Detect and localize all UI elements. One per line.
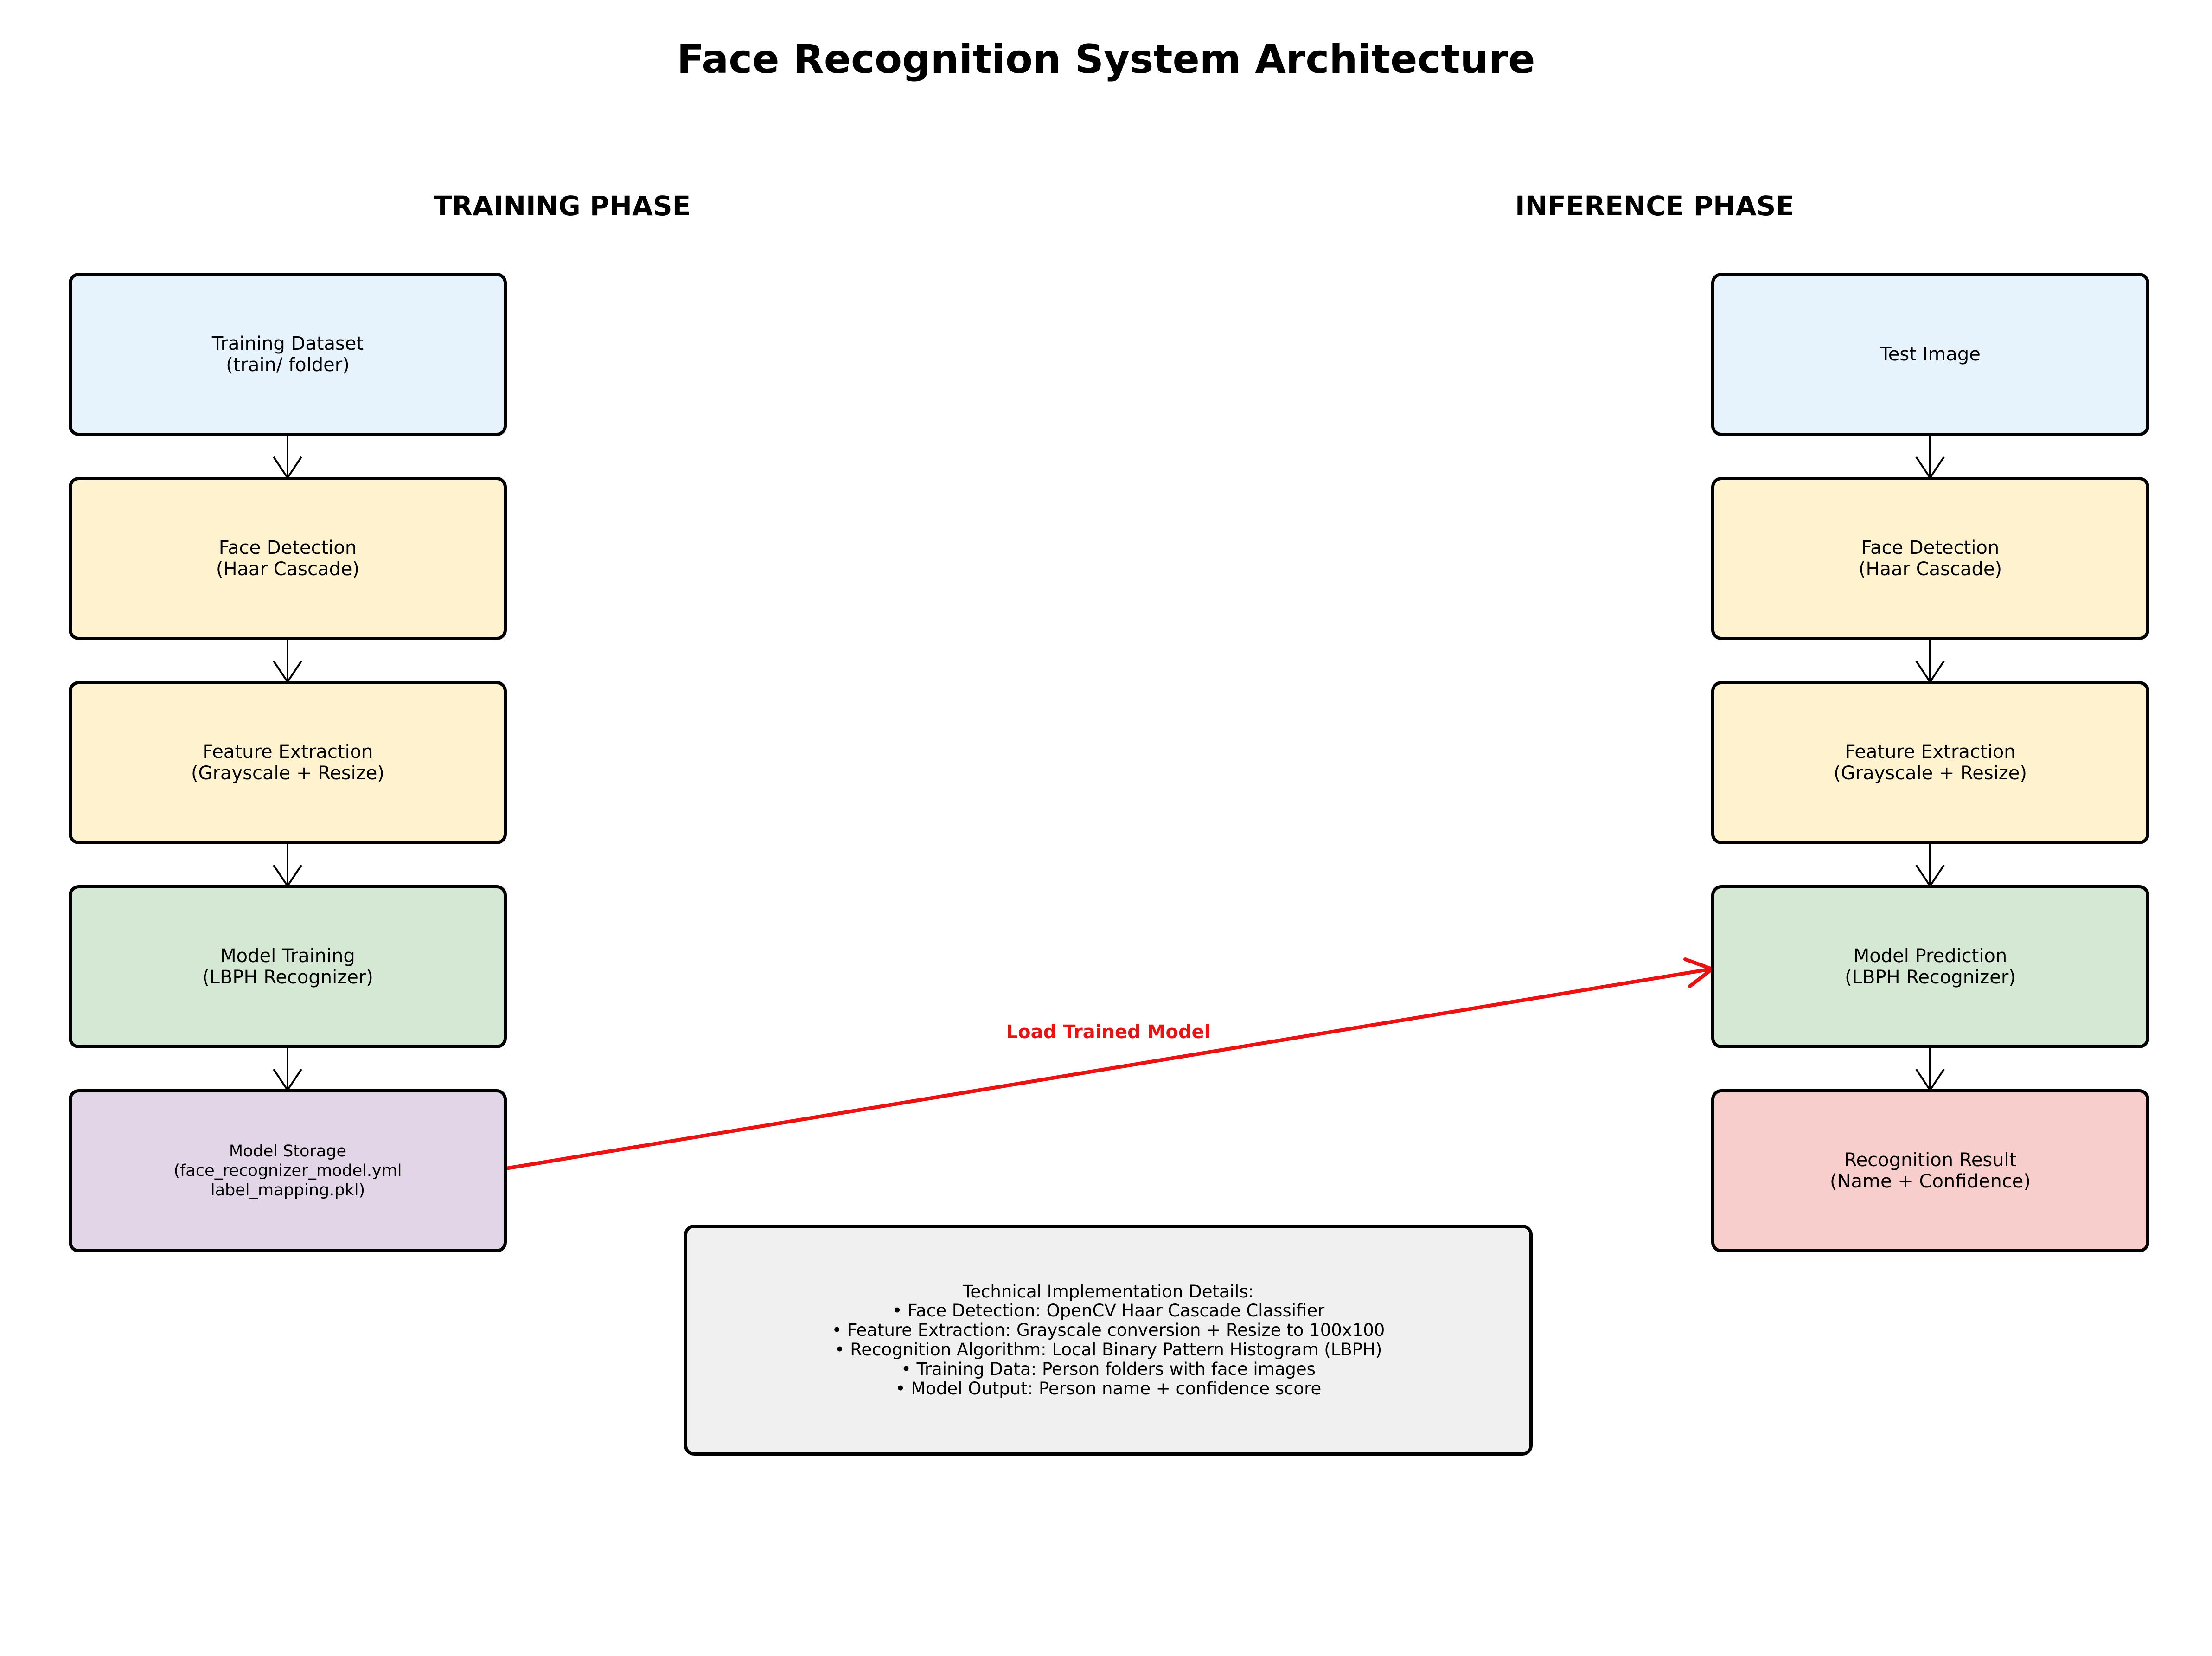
- model-prediction-box: Model Prediction (LBPH Recognizer): [1711, 885, 2149, 1048]
- technical-details-box: Technical Implementation Details: • Face…: [684, 1225, 1533, 1456]
- technical-details-text: Technical Implementation Details: • Face…: [831, 1281, 1385, 1399]
- test-image-label: Test Image: [1880, 344, 1981, 365]
- flow-arrow: [1915, 638, 1945, 684]
- diagram-title: Face Recognition System Architecture: [677, 36, 1535, 83]
- inference-feature-extraction-box: Feature Extraction (Grayscale + Resize): [1711, 681, 2149, 844]
- training-feature-extraction-box: Feature Extraction (Grayscale + Resize): [69, 681, 507, 844]
- model-training-label: Model Training (LBPH Recognizer): [202, 945, 373, 988]
- flow-arrow: [1915, 842, 1945, 888]
- flow-arrow: [1915, 434, 1945, 480]
- training-face-detection-box: Face Detection (Haar Cascade): [69, 477, 507, 640]
- model-storage-label: Model Storage (face_recognizer_model.yml…: [173, 1142, 402, 1200]
- model-prediction-label: Model Prediction (LBPH Recognizer): [1845, 945, 2016, 988]
- load-model-label: Load Trained Model: [1006, 1021, 1211, 1043]
- recognition-result-label: Recognition Result (Name + Confidence): [1829, 1149, 2031, 1192]
- flow-arrow: [273, 434, 302, 480]
- training-feature-extraction-label: Feature Extraction (Grayscale + Resize): [191, 741, 384, 784]
- flow-arrow: [273, 842, 302, 888]
- model-storage-box: Model Storage (face_recognizer_model.yml…: [69, 1089, 507, 1252]
- inference-phase-heading: INFERENCE PHASE: [1515, 190, 1794, 222]
- test-image-box: Test Image: [1711, 273, 2149, 436]
- load-model-arrow: [501, 957, 1716, 1171]
- training-dataset-label: Training Dataset (train/ folder): [211, 333, 364, 376]
- model-training-box: Model Training (LBPH Recognizer): [69, 885, 507, 1048]
- inference-feature-extraction-label: Feature Extraction (Grayscale + Resize): [1833, 741, 2027, 784]
- flow-arrow: [273, 1046, 302, 1092]
- inference-face-detection-label: Face Detection (Haar Cascade): [1858, 537, 2002, 580]
- flow-arrow: [1915, 1046, 1945, 1092]
- recognition-result-box: Recognition Result (Name + Confidence): [1711, 1089, 2149, 1252]
- flow-arrow: [273, 638, 302, 684]
- inference-face-detection-box: Face Detection (Haar Cascade): [1711, 477, 2149, 640]
- training-face-detection-label: Face Detection (Haar Cascade): [216, 537, 360, 580]
- training-phase-heading: TRAINING PHASE: [433, 190, 691, 222]
- training-dataset-box: Training Dataset (train/ folder): [69, 273, 507, 436]
